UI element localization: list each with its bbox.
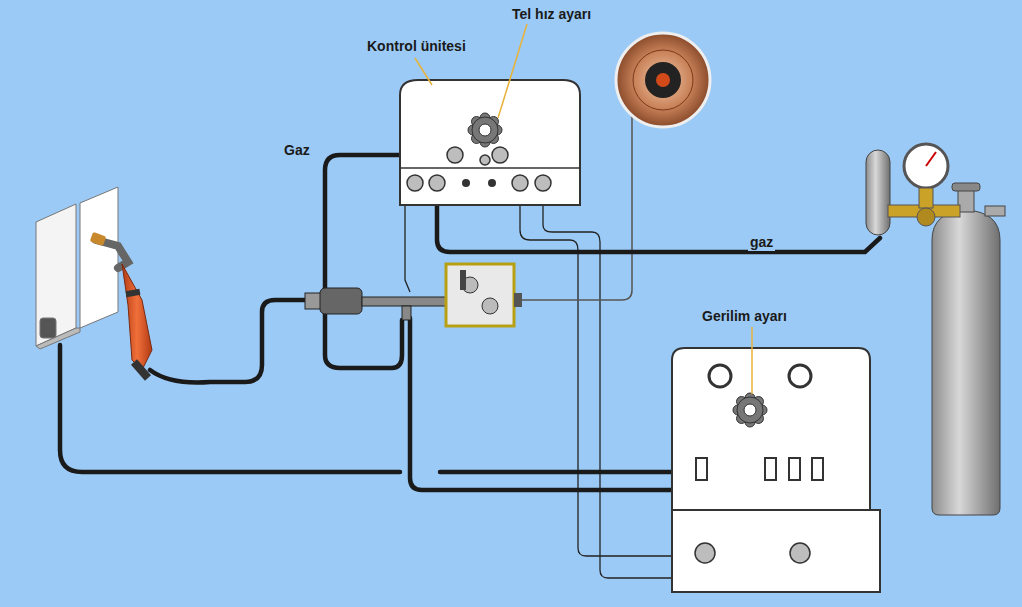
leader-line [415,24,752,394]
callout-label: Gaz [282,142,312,159]
control-unit [400,80,580,205]
welding-torch [90,232,152,378]
wire-feeder [305,264,522,326]
wire-spool [616,33,710,127]
adjust-knob [733,393,767,427]
gas-regulator [866,144,1005,235]
callout-label: Kontrol ünitesi [365,38,468,55]
adjust-knob [468,113,502,147]
gas-cylinder [932,183,1000,515]
callout-label: Tel hız ayarı [510,6,593,23]
power-source [672,348,880,592]
callout-label: Gerilim ayarı [700,308,789,325]
workpiece [36,187,118,349]
callout-label: gaz [748,234,775,251]
